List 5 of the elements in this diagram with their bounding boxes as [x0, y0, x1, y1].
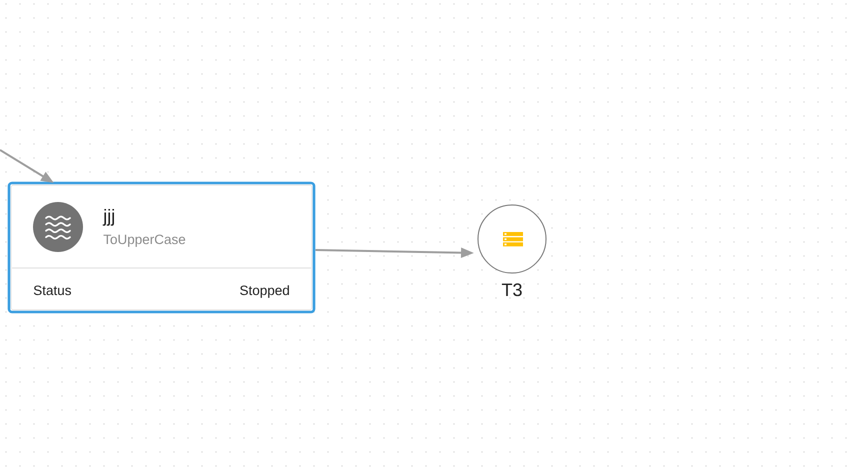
card-subtitle: ToUpperCase: [104, 234, 186, 247]
status-value: Stopped: [240, 285, 289, 298]
card-title: jjj: [102, 208, 114, 226]
node-label: T3: [502, 283, 522, 296]
status-label: Status: [34, 286, 71, 296]
